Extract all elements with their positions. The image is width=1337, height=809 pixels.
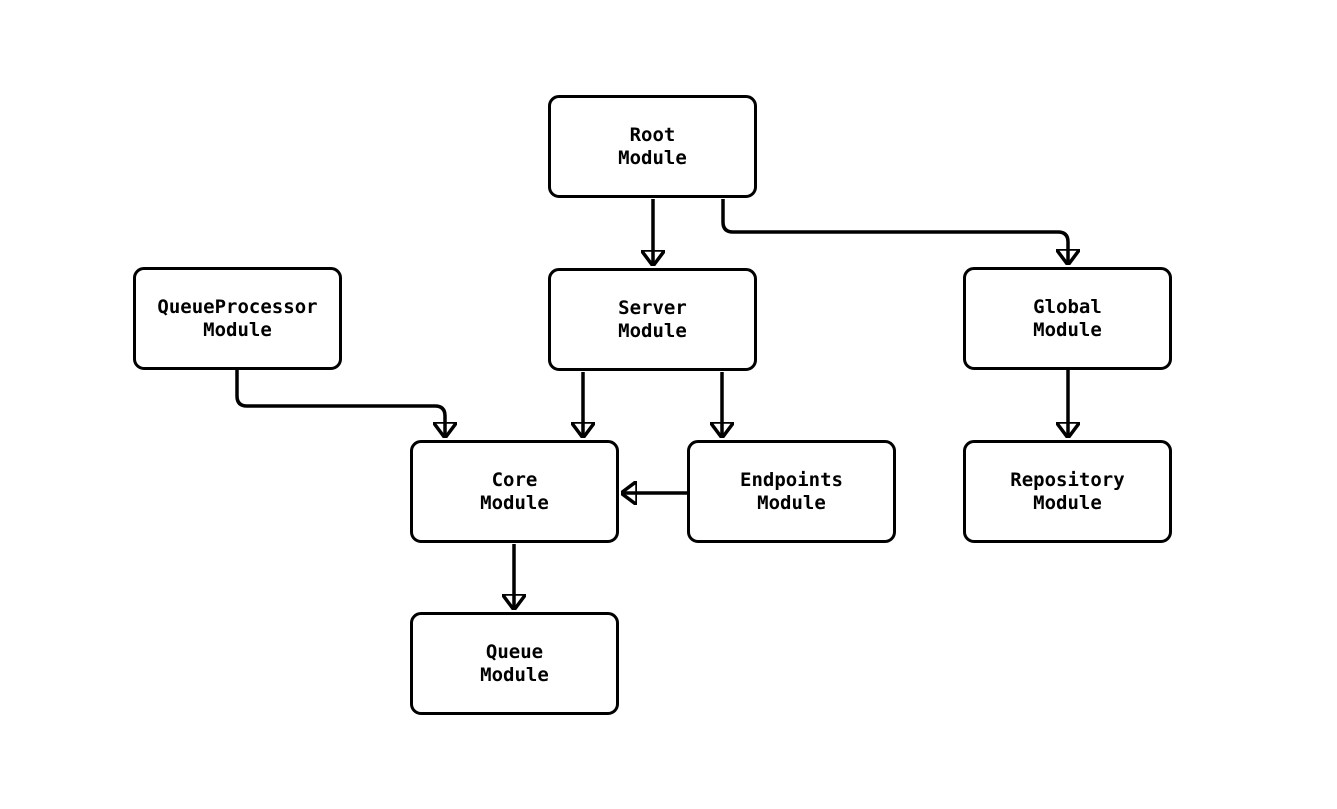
node-label-line: Module	[1033, 318, 1102, 341]
node-core-module: Core Module	[410, 440, 619, 543]
node-label-line: Server	[618, 296, 687, 319]
node-label-line: Module	[618, 146, 687, 169]
node-global-module: Global Module	[963, 267, 1172, 370]
node-queueprocessor-module: QueueProcessor Module	[133, 267, 342, 370]
node-label-line: Core	[491, 468, 538, 491]
node-root-module: Root Module	[548, 95, 757, 198]
node-label-line: Repository	[1010, 468, 1125, 491]
node-server-module: Server Module	[548, 268, 757, 371]
node-label-line: QueueProcessor	[157, 295, 318, 318]
node-label-line: Queue	[485, 640, 544, 663]
edge-root-to-global	[721, 199, 1068, 264]
node-label-line: Endpoints	[740, 468, 843, 491]
node-label-line: Global	[1033, 295, 1102, 318]
node-label-line: Module	[618, 319, 687, 342]
node-queue-module: Queue Module	[410, 612, 619, 715]
node-endpoints-module: Endpoints Module	[687, 440, 896, 543]
node-label-line: Module	[203, 318, 272, 341]
edge-queueprocessor-to-core	[235, 370, 445, 437]
node-label-line: Module	[757, 491, 826, 514]
node-label-line: Module	[480, 491, 549, 514]
node-label-line: Module	[1033, 491, 1102, 514]
node-label-line: Root	[629, 123, 676, 146]
node-label-line: Module	[480, 663, 549, 686]
node-repository-module: Repository Module	[963, 440, 1172, 543]
